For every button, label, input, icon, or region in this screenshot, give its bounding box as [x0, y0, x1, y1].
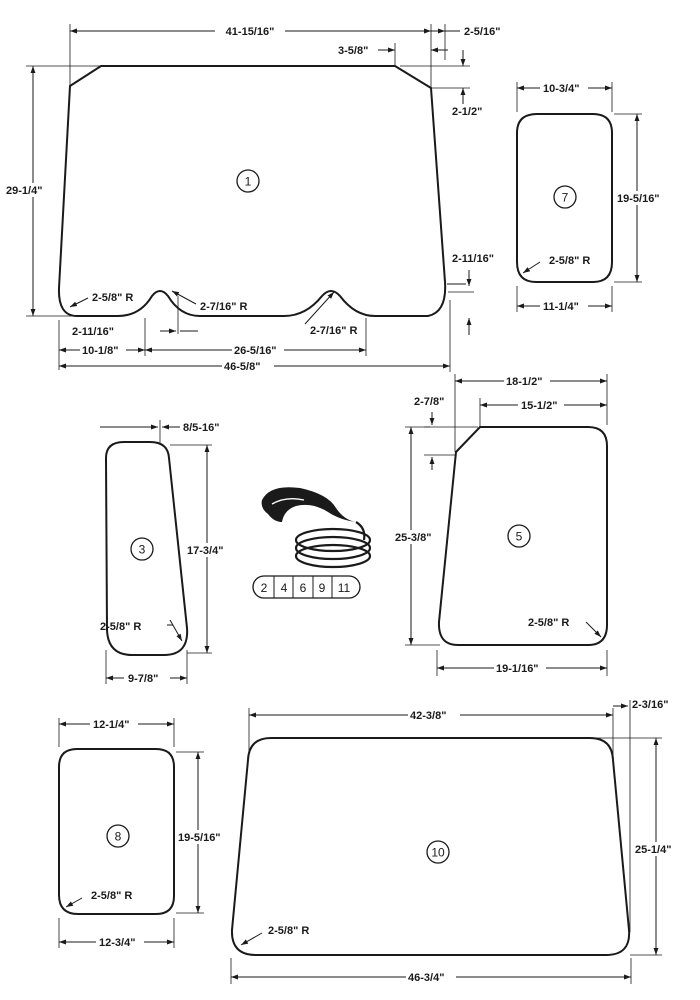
part-1-notch-offset-label: 2-11/16" [72, 326, 114, 338]
part-10-offset-right-label: 2-3/16" [632, 699, 668, 711]
part-10-height-label: 25-1/4" [635, 844, 671, 856]
part-1-bottom-width-label: 46-5/8" [224, 361, 260, 373]
part-7-number-circle [553, 185, 577, 209]
seal-part-numbers: 2 4 6 9 11 [252, 575, 361, 599]
part-3-top-offset-label: 8/5-16" [183, 422, 219, 434]
part-5-number: 5 [516, 530, 523, 544]
part-7-top-width-label: 10-3/4" [543, 83, 579, 95]
part-1-offset-right-top-label: 2-5/16" [464, 26, 500, 38]
part-8-height-label: 19-5/16" [178, 832, 221, 844]
part-3-height-label: 17-3/4" [187, 545, 223, 557]
seal-profile-icon [261, 487, 356, 522]
part-5-overall-width-label: 18-1/2" [506, 376, 542, 388]
seal-tail [355, 521, 366, 541]
part-5-height-label: 25-3/8" [395, 532, 431, 544]
part-3: 3 8/5-16" 17-3/4" 2-5/8" R 9-7/8" [100, 420, 232, 685]
part-7-height-label: 19-5/16" [617, 193, 660, 205]
part-3-radius-label: 2-5/8" R [100, 621, 141, 633]
part-1-offset-right-bottom-label: 2-11/16" [452, 253, 494, 265]
seal-part-4: 4 [281, 581, 288, 595]
part-1-top-width-label: 41-15/16" [226, 26, 275, 38]
part-10-number: 10 [431, 846, 445, 860]
part-3-number: 3 [139, 543, 146, 557]
part-1-notch-left-radius-label: 2-7/16" R [200, 301, 247, 313]
part-10-bottom-width-label: 46-3/4" [408, 972, 444, 984]
part-5-offset-left-label: 2-7/8" [414, 396, 444, 408]
part-1-corner-cut-y-label: 2-1/2" [452, 106, 482, 118]
part-3-bottom-width-label: 9-7/8" [128, 673, 158, 685]
seal-part-9: 9 [319, 581, 326, 595]
part-8: 8 12-1/4" 19-5/16" 2-5/8" R 12-3/4" [58, 717, 230, 949]
seal-part-6: 6 [300, 581, 307, 595]
part-5-bottom-width-label: 19-1/16" [496, 663, 539, 675]
part-7: 7 10-3/4" 19-5/16" 2-5/8" R 11-1/4" [516, 81, 668, 313]
part-1-corner-radius-label: 2-5/8" R [92, 292, 133, 304]
part-10-top-width-label: 42-3/8" [410, 710, 446, 722]
seal-illustration: 2 4 6 9 11 [252, 487, 372, 599]
seal-part-2: 2 [261, 581, 268, 595]
part-5-radius-label: 2-5/8" R [528, 617, 569, 629]
part-1-notch-right-radius-label: 2-7/16" R [310, 325, 357, 337]
part-7-radius-label: 2-5/8" R [549, 255, 590, 267]
seal-coil-2 [294, 535, 372, 561]
part-1: 1 41-15/16" 2-5/16" 3-5/8" 2-1/2" 29-1/4… [6, 24, 500, 373]
seal-part-11: 11 [338, 581, 351, 595]
part-8-top-width-label: 12-1/4" [93, 719, 129, 731]
part-7-number: 7 [562, 191, 569, 205]
part-8-bottom-width-label: 12-3/4" [99, 937, 135, 949]
part-8-number-circle [106, 824, 130, 848]
part-1-number-circle [236, 169, 260, 193]
part-1-number: 1 [245, 175, 252, 189]
part-5: 5 18-1/2" 15-1/2" 2-7/8" 25-3/8" 2-5/8" … [393, 374, 608, 676]
part-8-radius-label: 2-5/8" R [91, 890, 132, 902]
seal-coil-1 [294, 527, 372, 553]
part-8-number: 8 [115, 830, 122, 844]
part-1-left-to-notch-label: 10-1/8" [82, 345, 118, 357]
seal-coil-3 [294, 543, 372, 569]
part-10: 10 42-3/8" 2-3/16" 25-1/4" 2-5/8" R 46-3… [230, 699, 682, 984]
part-10-radius-label: 2-5/8" R [268, 925, 309, 937]
part-5-number-circle [507, 524, 531, 548]
part-5-top-width-label: 15-1/2" [521, 400, 557, 412]
part-10-number-circle [426, 840, 450, 864]
part-1-notch-span-label: 26-5/16" [234, 345, 277, 357]
part-1-corner-cut-x-label: 3-5/8" [338, 45, 368, 57]
part-3-number-circle [130, 537, 154, 561]
part-7-bottom-width-label: 11-1/4" [543, 301, 579, 313]
part-1-height-label: 29-1/4" [6, 185, 42, 197]
